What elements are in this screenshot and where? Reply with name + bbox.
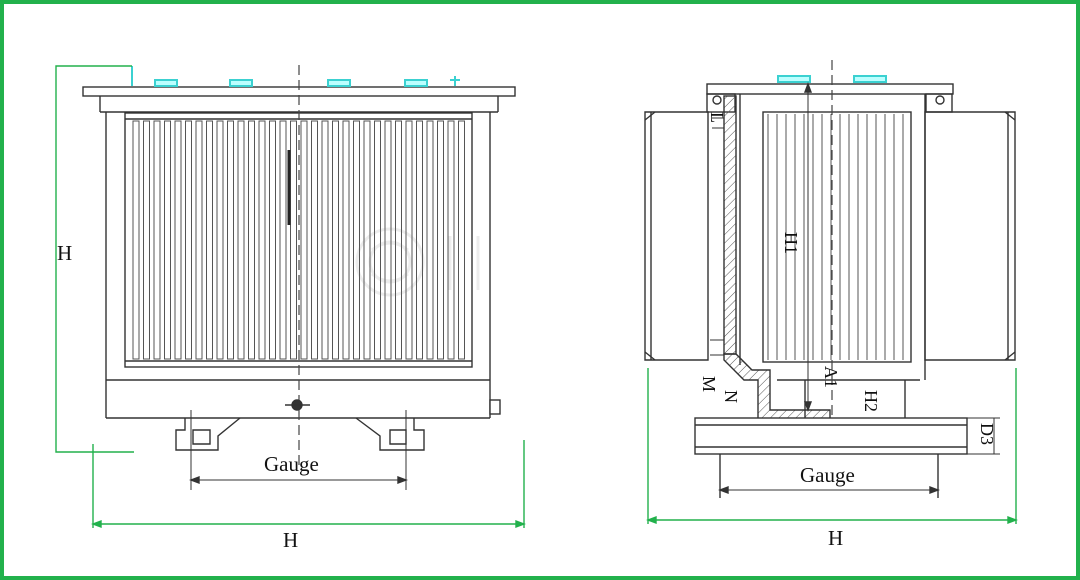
radiator-fin <box>405 120 413 360</box>
front-width-label: H <box>283 528 299 552</box>
radiator-fin <box>258 120 266 360</box>
front-height-label: H <box>57 241 73 265</box>
side-view <box>644 60 1016 498</box>
radiator-fin <box>248 120 255 360</box>
radiator-fin <box>132 120 140 360</box>
radiator-fin <box>437 120 444 360</box>
dim-n-label: N <box>721 390 741 403</box>
radiator-fin <box>342 120 350 360</box>
radiator-fin <box>269 120 276 360</box>
radiator-fin <box>279 120 287 360</box>
radiator-fin <box>164 120 171 360</box>
radiator-fin <box>426 120 434 360</box>
dim-h1-label: H1 <box>781 232 801 254</box>
radiator-fin <box>363 120 371 360</box>
front-gauge-label: Gauge <box>264 452 319 476</box>
dim-m-label: M <box>699 376 719 393</box>
radiator-fin <box>447 120 455 360</box>
radiator-fin <box>395 120 402 360</box>
right-leg <box>355 417 425 451</box>
radiator-fin <box>174 120 182 360</box>
side-width-label: H <box>828 526 844 550</box>
radiator-fin <box>384 120 392 360</box>
side-top-cover <box>706 83 954 95</box>
radiator-fin <box>216 120 224 360</box>
radiator-fin <box>458 120 465 360</box>
dim-h2-label: H2 <box>861 390 881 412</box>
radiator-fin <box>321 120 329 360</box>
watermark <box>355 227 480 297</box>
left-leg <box>175 417 241 451</box>
dim-a1-label: A1 <box>821 366 841 388</box>
radiator-fin <box>332 120 339 360</box>
right-side-panel <box>924 111 1016 361</box>
radiator-fin <box>237 120 245 360</box>
base-plate <box>694 417 968 455</box>
radiator-fin <box>185 120 192 360</box>
hatched-wall <box>723 95 737 355</box>
radiator-fin <box>290 120 297 360</box>
bushings <box>131 66 460 87</box>
front-dimensions <box>55 65 526 529</box>
radiator-fin <box>353 120 360 360</box>
left-side-panel <box>644 111 709 361</box>
side-gauge-label: Gauge <box>800 463 855 487</box>
radiator-fin <box>206 120 213 360</box>
radiator-fin <box>153 120 161 360</box>
radiator-fin <box>195 120 203 360</box>
height-dimension <box>55 65 134 453</box>
side-dimensions <box>646 368 1018 525</box>
radiator-fin <box>300 120 308 360</box>
radiator-fin <box>416 120 423 360</box>
side-radiator <box>762 111 912 363</box>
radiator-fin <box>374 120 381 360</box>
radiator-fin <box>143 120 150 360</box>
dim-d3-label: D3 <box>977 423 997 445</box>
radiator-fins <box>132 120 465 360</box>
side-radiator-fins <box>767 114 904 360</box>
radiator-fin <box>227 120 234 360</box>
front-view <box>82 65 516 490</box>
dim-l-label: L <box>707 112 727 123</box>
radiator-fin <box>311 120 318 360</box>
